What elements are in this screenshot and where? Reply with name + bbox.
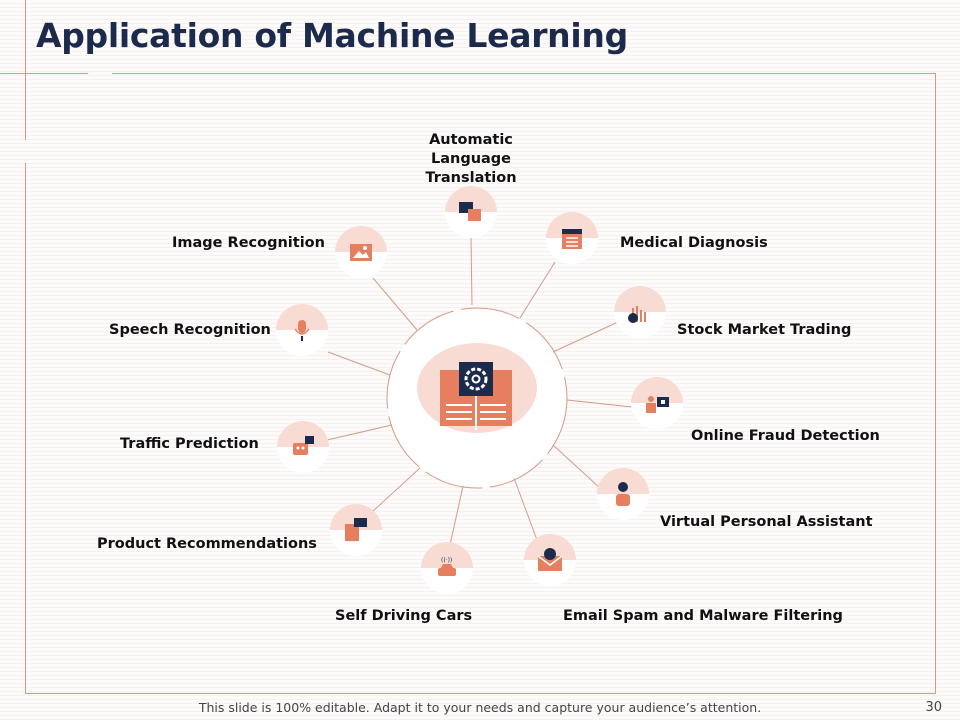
label-online-fraud-detection: Online Fraud Detection [691,428,880,444]
frame-right [935,73,936,693]
label-virtual-personal-assistant: Virtual Personal Assistant [660,514,873,530]
clipboard-medical-icon [546,212,598,264]
label-image-recognition: Image Recognition [172,235,325,251]
image-icon [335,226,387,278]
product-chat-icon [330,504,382,556]
label-medical-diagnosis: Medical Diagnosis [620,235,768,251]
frame-bottom [25,693,936,694]
label-self-driving-cars: Self Driving Cars [335,608,473,624]
frame-top-left [0,73,88,74]
svg-text:((·)): ((·)) [441,557,452,564]
label-automatic-language-translation: Automatic Language Translation [425,132,517,186]
traffic-robot-icon [277,421,329,473]
email-block-icon [524,534,576,586]
microphone-icon [276,304,328,356]
frame-left-top [25,0,26,140]
page-number: 30 [925,700,942,715]
frame-left [25,163,26,693]
label-email-spam-filtering: Email Spam and Malware Filtering [563,608,843,624]
label-stock-market-trading: Stock Market Trading [677,322,852,338]
book-chip-gear-icon [440,362,512,430]
footer-note: This slide is 100% editable. Adapt it to… [198,700,762,715]
car-signal-icon: ((·)) [421,542,473,594]
frame-top [112,73,935,74]
person-icon [597,468,649,520]
label-speech-recognition: Speech Recognition [109,322,271,338]
label-product-recommendations: Product Recommendations [97,536,317,552]
translation-icon [445,186,497,238]
fraud-computer-icon [631,377,683,429]
label-traffic-prediction: Traffic Prediction [120,436,259,452]
stock-chart-icon [614,286,666,338]
slide-title: Application of Machine Learning [36,16,628,55]
